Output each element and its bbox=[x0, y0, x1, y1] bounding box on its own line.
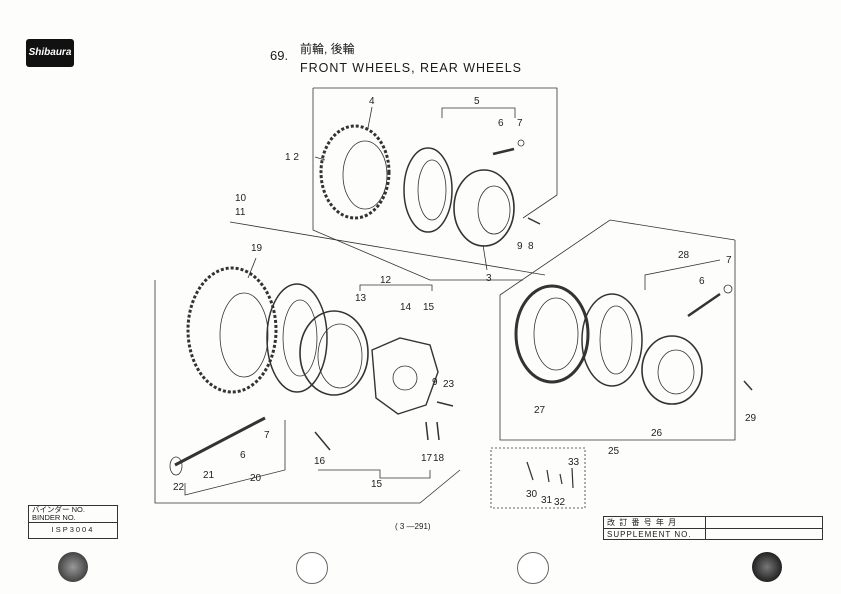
callout-15b: 15 bbox=[371, 479, 383, 490]
callout-7c: 7 bbox=[726, 255, 732, 266]
callout-6b: 6 bbox=[240, 450, 246, 461]
callout-15a: 15 bbox=[423, 302, 435, 313]
callout-9b: 9 bbox=[432, 377, 438, 388]
callout-30: 30 bbox=[526, 489, 538, 500]
callout-29: 29 bbox=[745, 413, 757, 424]
section-number: 69. bbox=[270, 48, 289, 63]
callout-11: 11 bbox=[235, 207, 246, 218]
supplement-label-jp: 改 訂 番 号 年 月 bbox=[604, 517, 706, 528]
callout-8: 8 bbox=[528, 241, 534, 252]
callout-9: 9 bbox=[517, 241, 523, 252]
callout-12: 12 bbox=[380, 275, 392, 286]
callout-19: 19 bbox=[251, 243, 263, 254]
callout-1-2: 1 2 bbox=[285, 152, 299, 163]
callout-5: 5 bbox=[474, 96, 480, 107]
callout-31: 31 bbox=[541, 495, 553, 506]
callout-20: 20 bbox=[250, 473, 262, 484]
callout-22: 22 bbox=[173, 482, 185, 493]
callout-10: 10 bbox=[235, 193, 247, 204]
callout-14: 14 bbox=[400, 302, 412, 313]
binder-label-en: BINDER NO. bbox=[32, 513, 76, 522]
punch-hole bbox=[58, 552, 88, 582]
callout-3: 3 bbox=[486, 273, 492, 284]
page-title-jp: 前輪, 後輪 bbox=[300, 42, 355, 56]
punch-hole bbox=[752, 552, 782, 582]
callout-6: 6 bbox=[498, 118, 504, 129]
punch-hole bbox=[517, 552, 549, 584]
callout-6c: 6 bbox=[699, 276, 705, 287]
supplement-box: 改 訂 番 号 年 月 SUPPLEMENT NO. bbox=[603, 516, 823, 540]
callout-25: 25 bbox=[608, 446, 620, 457]
callout-33: 33 bbox=[568, 457, 580, 468]
callout-13: 13 bbox=[355, 293, 367, 304]
callout-21: 21 bbox=[203, 470, 215, 481]
callout-26: 26 bbox=[651, 428, 663, 439]
binder-number-box: バインダー NO. BINDER NO. ISP3004 bbox=[28, 505, 118, 539]
punch-hole bbox=[296, 552, 328, 584]
supplement-label-en: SUPPLEMENT NO. bbox=[604, 529, 706, 540]
callout-18: 18 bbox=[433, 453, 445, 464]
callout-7: 7 bbox=[517, 118, 523, 129]
callout-27: 27 bbox=[534, 405, 546, 416]
callout-4: 4 bbox=[369, 96, 375, 107]
binder-label-jp: バインダー NO. bbox=[32, 505, 85, 514]
binder-number: ISP3004 bbox=[29, 522, 117, 537]
callout-7b: 7 bbox=[264, 430, 270, 441]
callout-17: 17 bbox=[421, 453, 433, 464]
shibaura-logo: Shibaura bbox=[26, 39, 74, 67]
callout-23: 23 bbox=[443, 379, 455, 390]
callout-16: 16 bbox=[314, 456, 326, 467]
page-reference: ( 3 —291) bbox=[395, 522, 431, 531]
callout-32: 32 bbox=[554, 497, 566, 508]
page-title-en: FRONT WHEELS, REAR WHEELS bbox=[300, 61, 523, 75]
callout-28: 28 bbox=[678, 250, 690, 261]
